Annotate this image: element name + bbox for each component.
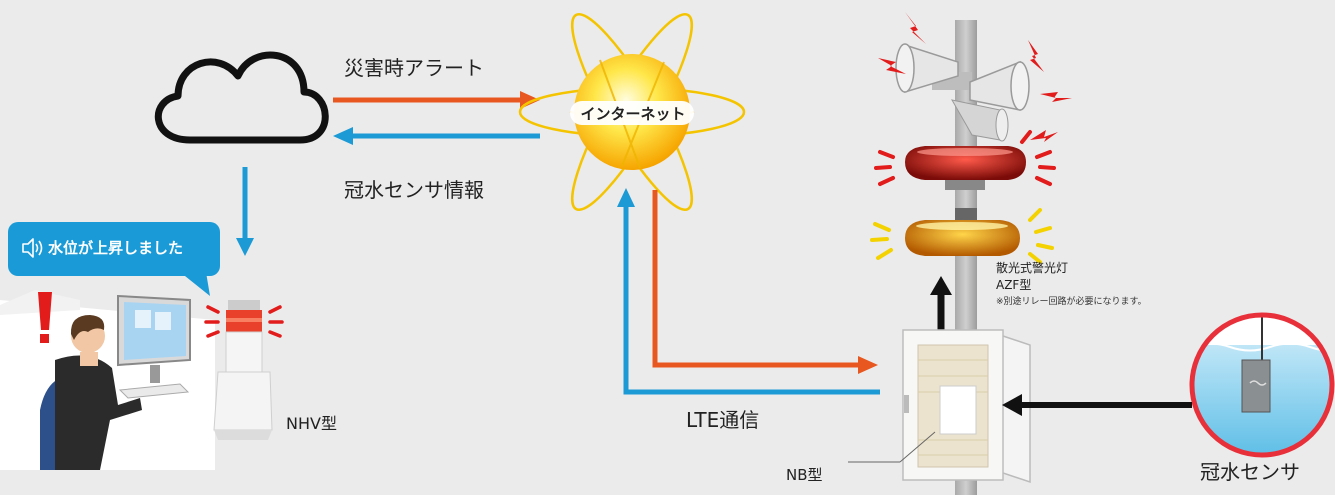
amber-lamp-rays [870, 208, 1054, 264]
azf-name-label: 散光式警光灯 [996, 261, 1069, 275]
exclamation-icon [38, 292, 52, 330]
nhv-label: NHV型 [286, 414, 337, 433]
nhv-alert-rays [204, 305, 284, 338]
lte-alert-line [652, 190, 860, 368]
bubble-tail [180, 272, 210, 296]
speaker-horns [895, 43, 1030, 142]
alert-speech-bubble: 水位が上昇しました [8, 222, 220, 276]
nb-label: NB型 [786, 466, 823, 484]
alarm-bolts [878, 12, 1072, 142]
info-arrow-head [333, 127, 353, 145]
lte-info-head [617, 188, 635, 207]
sensor-info-label: 冠水センサ情報 [344, 178, 484, 202]
lte-label: LTE通信 [686, 408, 760, 432]
lte-alert-head [858, 356, 878, 374]
speaker-icon [22, 238, 43, 258]
red-beacon-lamp [905, 146, 1026, 180]
flood-sensor-illustration [1189, 312, 1335, 458]
cloud-icon [154, 51, 329, 144]
lte-info-line [623, 205, 880, 395]
disaster-alert-label: 災害時アラート [344, 56, 484, 80]
sensor-arrow-head [1002, 394, 1022, 416]
internet-label: インターネット [580, 105, 686, 123]
red-lamp-rays [874, 130, 1056, 186]
office-worker-illustration [0, 290, 215, 470]
internet-globe [518, 13, 746, 211]
relay-arrow-head [930, 276, 952, 295]
nb-control-box [902, 329, 1031, 484]
down-arrow-head [236, 238, 254, 256]
flood-sensor-label: 冠水センサ [1200, 460, 1300, 484]
azf-note: ※別途リレー回路が必要になります。 [996, 297, 1147, 307]
amber-beacon-lamp [905, 208, 1020, 256]
nhv-signal-tower [213, 300, 273, 440]
bubble-text: 水位が上昇しました [48, 239, 184, 257]
azf-model-label: AZF型 [996, 278, 1032, 292]
